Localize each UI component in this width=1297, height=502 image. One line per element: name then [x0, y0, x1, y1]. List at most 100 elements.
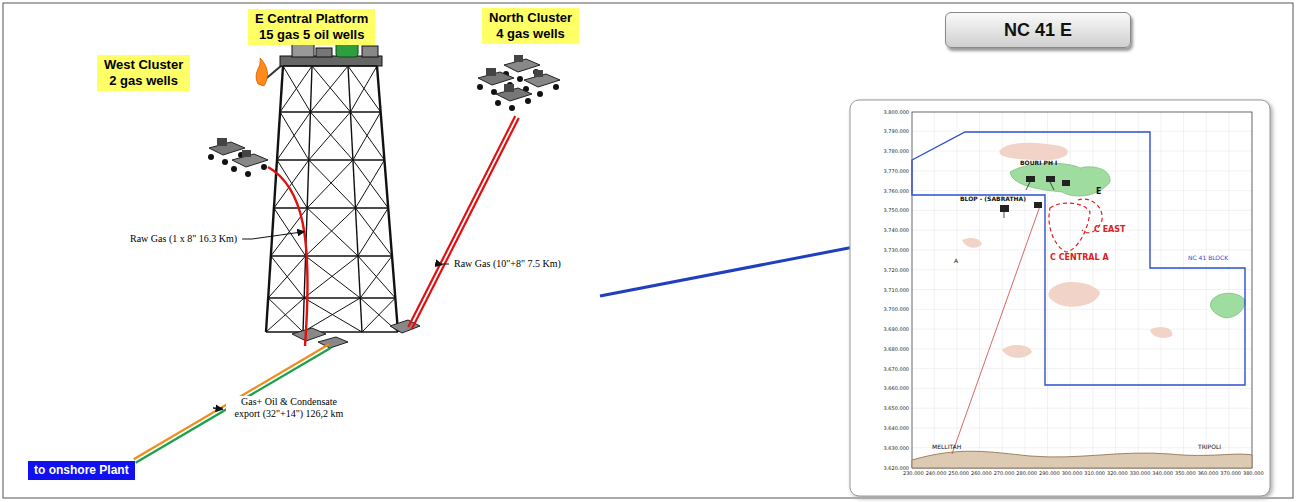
pipeline-line — [412, 118, 519, 329]
map-label: E — [1096, 188, 1101, 196]
jacket-brace — [277, 112, 310, 160]
facility-node: West Cluster2 gas wells — [92, 52, 268, 177]
map-label: MELLITAH — [932, 444, 961, 450]
jacket-brace — [360, 256, 392, 298]
axis-value: 3.690.000 — [884, 327, 909, 332]
map-grid — [912, 112, 1252, 468]
axis-value: 3.660.000 — [884, 386, 909, 391]
map-label: C CENTRAL A — [1050, 254, 1109, 262]
jacket-brace — [353, 112, 381, 160]
map-label: NC 41 BLOCK — [1188, 255, 1228, 261]
axis-value: 3.720.000 — [884, 268, 909, 273]
map-label: BOURI PH I — [1020, 160, 1057, 166]
jacket-leg — [348, 66, 362, 332]
label-box: E Central Platform15 gas 5 oil wells — [248, 9, 375, 45]
axis-value: 250.000 — [948, 471, 969, 476]
node-heading: to onshore Plant — [34, 463, 129, 478]
jacket-brace — [310, 66, 348, 112]
axis-value: 270.000 — [994, 471, 1015, 476]
jacket-brace — [309, 112, 351, 160]
jacket-brace — [350, 112, 384, 160]
map-label: BLOP - (SABRATHA) — [960, 196, 1026, 202]
axis-value: 3.760.000 — [884, 189, 909, 194]
map-title: NC 41 E — [945, 12, 1131, 48]
destination-box: to onshore Plant — [28, 461, 135, 480]
axis-value: 3.670.000 — [884, 367, 909, 372]
axis-value: 3.620.000 — [884, 466, 909, 471]
map-panel — [850, 100, 1270, 496]
axis-value: 3.700.000 — [884, 307, 909, 312]
jacket-brace — [280, 112, 309, 160]
jacket-brace — [307, 208, 358, 256]
facility-node: North Cluster4 gas wells — [472, 5, 584, 117]
jacket-brace — [306, 208, 356, 256]
axis-value: 290.000 — [1039, 471, 1060, 476]
jacket-brace — [280, 111, 381, 113]
platform-jacket — [266, 66, 398, 332]
jacket-brace — [271, 255, 392, 257]
jacket-brace — [358, 208, 388, 256]
jacket-brace — [277, 160, 307, 208]
axis-value: 3.780.000 — [884, 149, 909, 154]
map-label: A — [954, 258, 958, 264]
facility-node: E Central Platform15 gas 5 oil wells — [245, 6, 410, 346]
pipeline-label: Raw Gas (1 x 8" 16.3 Km) — [128, 233, 239, 245]
label-box: North Cluster4 gas wells — [482, 8, 579, 44]
axis-value: 3.750.000 — [884, 208, 909, 213]
jacket-brace — [274, 207, 388, 209]
axis-value: 360.000 — [1198, 471, 1219, 476]
axis-value: 230.000 — [903, 471, 924, 476]
axis-value: 3.680.000 — [884, 347, 909, 352]
wellhead-icons — [208, 138, 268, 177]
axis-value: 310.000 — [1084, 471, 1105, 476]
node-heading: North Cluster — [489, 10, 572, 26]
node-detail: 4 gas wells — [489, 26, 572, 42]
axis-value: 380.000 — [1243, 471, 1264, 476]
label-box: West Cluster2 gas wells — [97, 55, 190, 91]
jacket-leg — [377, 66, 398, 332]
jacket-brace — [355, 160, 384, 208]
map-features — [912, 132, 1252, 468]
leader-arrow — [242, 232, 304, 239]
axis-value: 3.800.000 — [884, 110, 909, 115]
axis-value: 280.000 — [1016, 471, 1037, 476]
jacket-brace — [306, 256, 361, 298]
axis-value: 3.710.000 — [884, 288, 909, 293]
subsea-manifolds — [292, 320, 420, 348]
jacket-brace — [266, 331, 398, 333]
wellhead-icons — [477, 55, 560, 111]
jacket-brace — [309, 160, 356, 208]
axis-value: 260.000 — [971, 471, 992, 476]
axis-value: 340.000 — [1152, 471, 1173, 476]
axis-value: 3.730.000 — [884, 248, 909, 253]
axis-value: 240.000 — [926, 471, 947, 476]
jacket-brace — [348, 66, 381, 112]
axis-value: 3.630.000 — [884, 446, 909, 451]
jacket-brace — [353, 160, 388, 208]
jacket-brace — [362, 298, 395, 332]
jacket-brace — [274, 160, 309, 208]
node-detail: 2 gas wells — [104, 73, 183, 89]
jacket-brace — [268, 256, 305, 298]
pipeline-label: Gas+ Oil & Condensate export (32"+14") 1… — [226, 396, 352, 420]
image-frame — [3, 3, 1293, 498]
jacket-brace — [277, 159, 384, 161]
jacket-brace — [307, 160, 353, 208]
pipeline-label: Raw Gas (10"+8" 7.5 Km) — [452, 258, 563, 270]
axis-value: 320.000 — [1107, 471, 1128, 476]
pipeline-line — [408, 116, 515, 327]
leader-arrow — [213, 408, 223, 409]
jacket-brace — [350, 66, 377, 112]
map-label: C EAST — [1094, 226, 1126, 234]
node-detail: 15 gas 5 oil wells — [255, 27, 368, 43]
jacket-brace — [280, 66, 312, 112]
jacket-brace — [304, 256, 358, 298]
axis-value: 300.000 — [1062, 471, 1083, 476]
jacket-brace — [303, 298, 360, 332]
node-heading: West Cluster — [104, 57, 183, 73]
axis-value: 3.640.000 — [884, 426, 909, 431]
jacket-brace — [304, 298, 362, 332]
jacket-brace — [268, 297, 395, 299]
